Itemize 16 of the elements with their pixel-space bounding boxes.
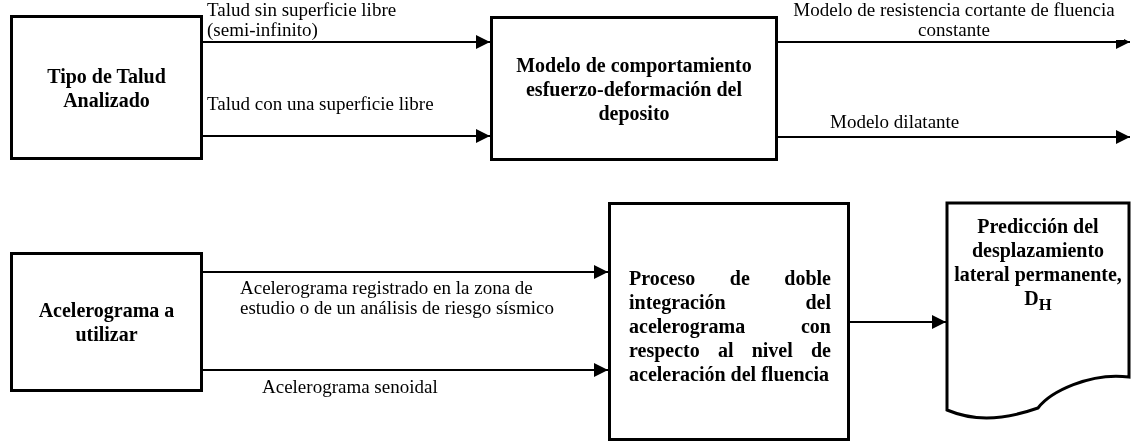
node-text: Proceso de doble integración del acelerograma con respecto al nivel de aceleración del fluencia: [629, 265, 831, 386]
arrow: [849, 315, 947, 329]
arrow: [202, 129, 491, 143]
arrow: [202, 363, 609, 377]
arrow: [777, 130, 1131, 144]
process-box: [490, 16, 778, 161]
arrow: [202, 35, 491, 49]
node-text: Predicción del desplazamiento lateral permanente, D$_{H}$: [953, 214, 1123, 316]
document-shape: [946, 202, 1130, 422]
node-text: Acelerograma a utilizar: [37, 298, 176, 346]
process-box: [608, 202, 850, 441]
process-box: [10, 252, 203, 392]
arrow: [202, 265, 609, 279]
process-box: [10, 15, 203, 160]
node-text: Modelo de comportamiento esfuerzo-deformación del deposito: [515, 52, 753, 125]
node-text: Tipo de Talud Analizado: [46, 63, 167, 112]
